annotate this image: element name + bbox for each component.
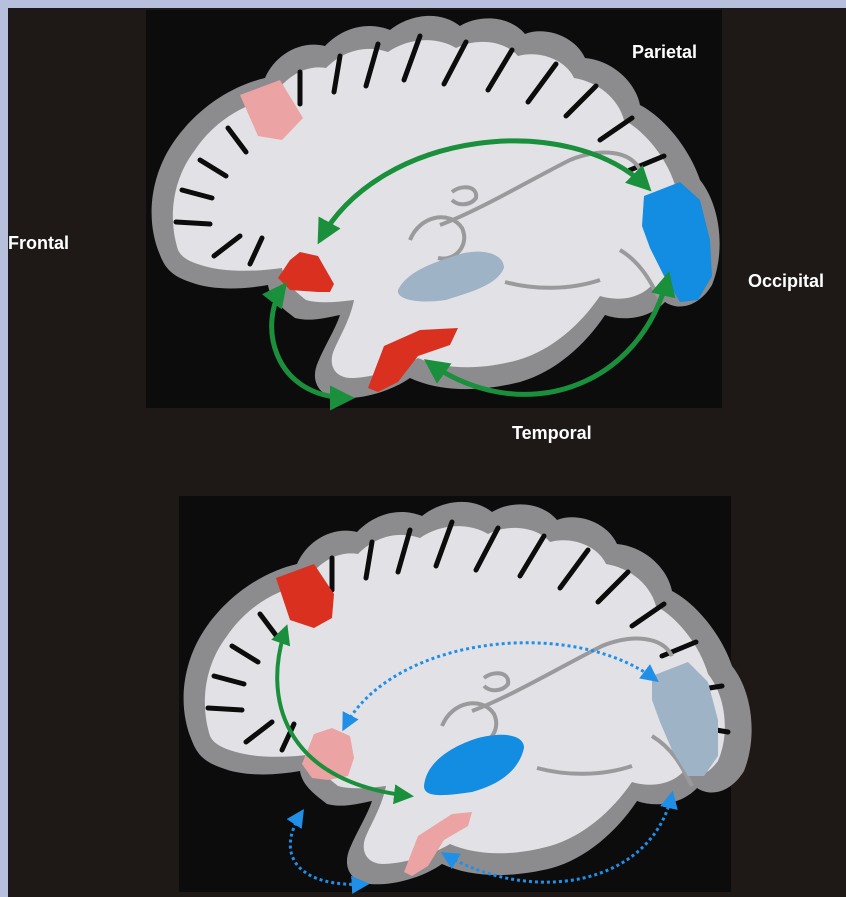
- label-parietal: Parietal: [632, 43, 697, 61]
- label-frontal: Frontal: [8, 234, 69, 252]
- brain-bottom: [184, 502, 752, 885]
- label-temporal: Temporal: [512, 424, 592, 442]
- brain-top: [152, 16, 720, 398]
- label-occipital: Occipital: [748, 272, 824, 290]
